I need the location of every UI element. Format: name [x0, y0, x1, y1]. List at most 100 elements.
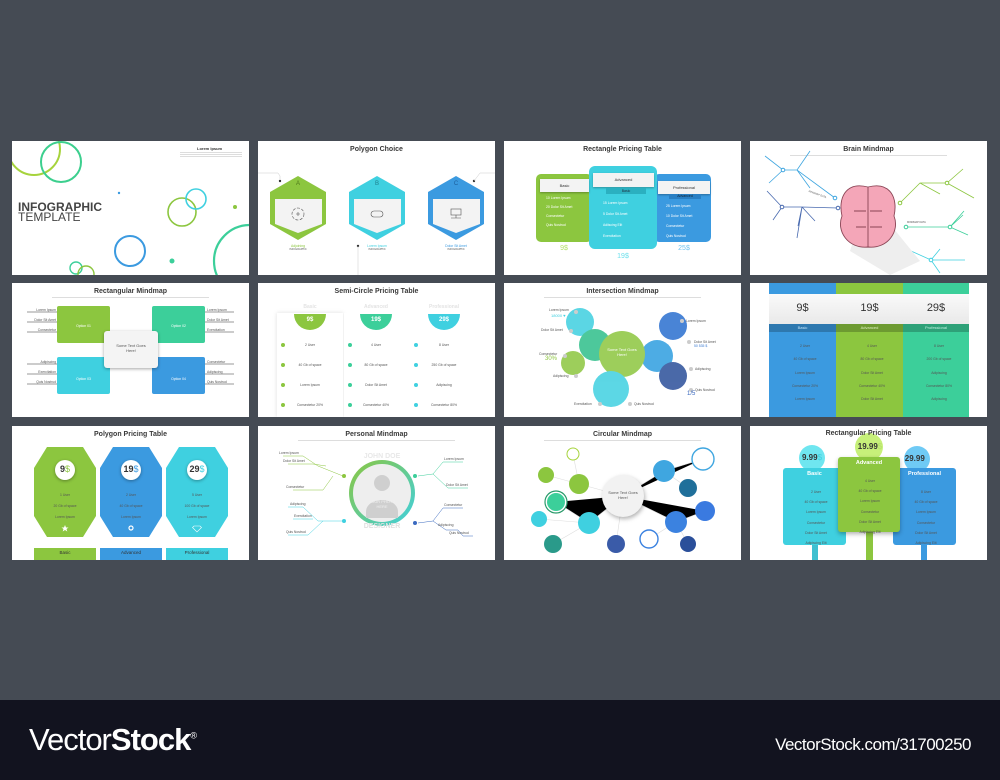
mindmap-label: Quis Nostrud [449, 531, 469, 535]
semi-circle-shapes [277, 313, 477, 417]
plan-feature: Adiiscing Elit [603, 223, 623, 227]
plan-feature: 15 Lorem Ipsum [603, 201, 628, 205]
plan-feature: Adipiscing Elit [859, 529, 881, 534]
slide-column-pricing-table: 9$ 19$ 29$ Basic Advanced Professional 2… [750, 283, 987, 417]
option-label: Lorem Ipsum [367, 244, 387, 248]
plan-price: 9$ [560, 245, 568, 252]
plan-feature: Consectetur 40% [362, 403, 389, 407]
mindmap-label: Consectetur [37, 328, 56, 332]
plan-feature: 80 Gb of space [364, 363, 388, 367]
option-label: Option 01 [76, 324, 91, 328]
gamepad-icon [370, 210, 384, 218]
label: Consectetur [539, 352, 558, 356]
plan-feature: 2 User [126, 493, 136, 497]
plan-feature: 8 User [934, 344, 944, 348]
plan-name: Basic [303, 304, 317, 310]
plan-feature: 5 User [192, 493, 202, 497]
label: Adipiscing [695, 367, 711, 371]
plan-feature: Lorem Ipsum [795, 397, 815, 402]
plan-feature: Consectetur [806, 520, 826, 525]
watermark-footer: VectorStock® VectorStock.com/31700250 [0, 700, 1000, 780]
mindmap-label: Lorem Ipsum [279, 451, 299, 455]
plan-feature: Lorem Ipsum [55, 515, 75, 519]
plan-feature: 100 Gb of space [184, 504, 210, 508]
plan-feature: 40 Gb of space [298, 363, 322, 367]
price-value: 9 [59, 464, 65, 474]
plan-feature: Exercitation [603, 234, 621, 238]
plan-feature: Consectetur 40% [858, 383, 885, 388]
label: Dolor Sit Amet [541, 328, 563, 332]
plan-feature: Lorem Ipsum [300, 383, 320, 387]
plan-name: Professional [924, 325, 947, 330]
mindmap-label: Consectetur [444, 503, 463, 507]
plan-feature: 1 User [60, 493, 70, 497]
plan-feature: Dolor Sit Amet [365, 383, 387, 387]
plan-price: 9$ [796, 302, 809, 314]
center-text: Some Text Goes Here! [608, 490, 638, 500]
slide-rectangular-pricing-table: Rectangular Pricing Table 9.99$ 19.99$ 2… [750, 426, 987, 560]
plan-feature: Dolor Sit Amet [861, 370, 883, 375]
label: Lorem Ipsum [686, 319, 706, 323]
logo-text-light: Vector [29, 722, 112, 757]
subtitle-line [544, 297, 701, 298]
plan-feature: 80 Gb of space [860, 357, 884, 362]
value: 50 535 $ [694, 344, 708, 348]
plan-feature: Lorem Ipsum [806, 510, 826, 515]
slide-circular-mindmap: Circular Mindmap Some Text Goes Here! [504, 426, 741, 560]
mindmap-label: Exercitation [207, 328, 225, 332]
plan-tag: Basic [606, 188, 646, 194]
slide-title: Polygon Pricing Table [94, 431, 167, 438]
plan-feature: Consectetur [666, 224, 685, 228]
label: Quis Nostrud [634, 402, 654, 406]
brain-mindmap-graphic [764, 150, 975, 275]
mindmap-label: Lorem Ipsum [207, 308, 227, 312]
plan-feature: Adipiscing [931, 397, 947, 402]
folder-network-icon [450, 208, 462, 219]
plan-feature: 40 Gb of space [793, 357, 817, 362]
mindmap-label: Dolor Sit Amet [34, 318, 56, 322]
mindmap-label: Adipiscing [438, 523, 454, 527]
option-sub: INFOGRAPHIC [289, 248, 307, 251]
plan-tag: Advanced [669, 194, 701, 199]
plan-feature: Lorem Ipsum [860, 499, 880, 504]
slide-personal-mindmap: Personal Mindmap JOHN DOE YOUR PHOTO HER… [258, 426, 495, 560]
plan-feature: 2 User [800, 344, 810, 348]
plan-feature: Consectetur 20% [296, 403, 323, 407]
plan-name: Basic [807, 471, 822, 477]
plan-feature: 40 Gb of space [858, 489, 882, 494]
mindmap-label: Adipiscing [207, 370, 223, 374]
star-icon [61, 525, 69, 532]
slide-title: Brain Mindmap [843, 146, 894, 153]
option-box-03 [57, 357, 110, 394]
intersection-circles [561, 308, 693, 407]
currency: $ [65, 464, 71, 474]
plan-name: Advanced [593, 173, 654, 187]
label: Dolor Sit Amet [694, 340, 716, 344]
plan-feature: Adipiscing [436, 383, 452, 387]
diamond-icon [192, 525, 202, 533]
circular-mindmap-graphic [531, 447, 715, 553]
plan-feature: 40 Gb of space [914, 500, 938, 505]
slide-rectangle-pricing-table: Rectangle Pricing Table Basic Advanced P… [504, 141, 741, 275]
plan-feature: 250 Gb of space [431, 363, 457, 367]
plan-feature: 25 Lorem Ipsum [666, 204, 691, 208]
price-value: 19.99 [857, 442, 878, 451]
currency: $ [924, 454, 930, 463]
option-letter-b: B [374, 181, 379, 187]
option-box-02 [152, 306, 205, 343]
mindmap-label: Adipiscing [290, 502, 306, 506]
plan-price: 9$ [306, 317, 314, 323]
mindmap-label: Consectetur [207, 360, 226, 364]
price-value: 19 [123, 464, 134, 474]
plan-price: 29$ [438, 317, 449, 323]
currency: $ [817, 453, 823, 462]
option-letter-a: A [295, 181, 300, 187]
